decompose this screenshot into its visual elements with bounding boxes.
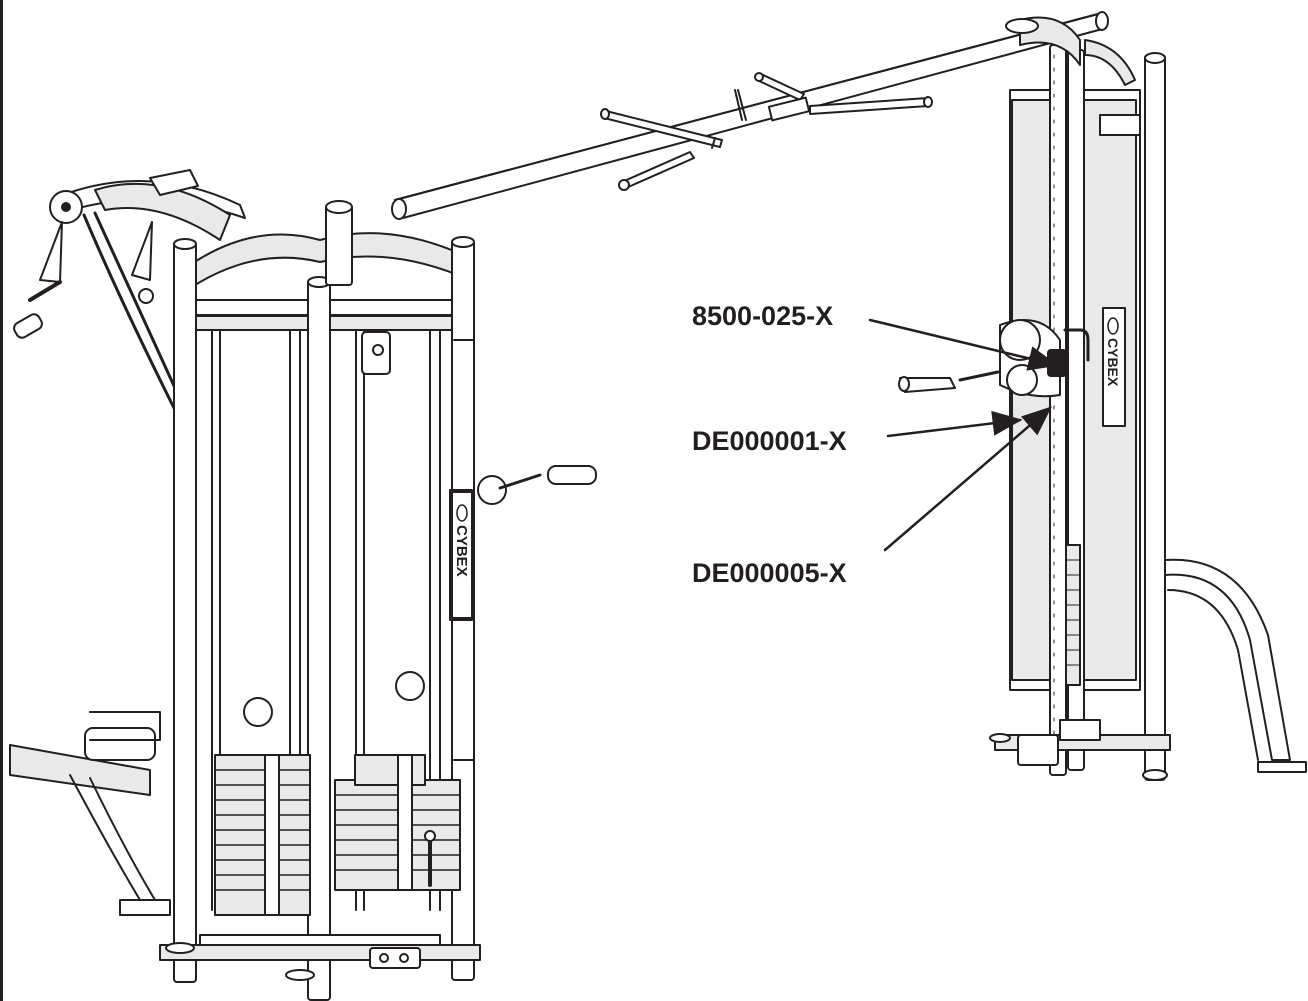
right-seat-support [1164, 558, 1307, 773]
top-crossbar [391, 11, 1109, 220]
page-edge [0, 0, 3, 1001]
callout-label-8500-025-x: 8500-025-X [692, 301, 834, 331]
left-weight-stack [214, 754, 311, 916]
brand-logo-right: CYBEX [1105, 317, 1121, 387]
right-weight-tower [898, 16, 1171, 781]
callout-label-de000001-x: DE000001-X [692, 426, 847, 456]
brand-logo-left: CYBEX [453, 504, 470, 577]
leader-line-1 [868, 318, 1059, 371]
left-seat [9, 711, 171, 916]
left-overhead-arm [13, 169, 246, 412]
left-weight-tower [159, 200, 597, 1001]
callout-label-de000005-x: DE000005-X [692, 558, 847, 588]
brand-mark-left: CYBEX [453, 525, 470, 577]
right-weight-stack [334, 754, 461, 891]
brand-mark-right: CYBEX [1105, 338, 1121, 387]
leader-lines [868, 318, 1059, 552]
leader-line-2 [886, 410, 1023, 438]
leader-line-3 [883, 406, 1052, 552]
